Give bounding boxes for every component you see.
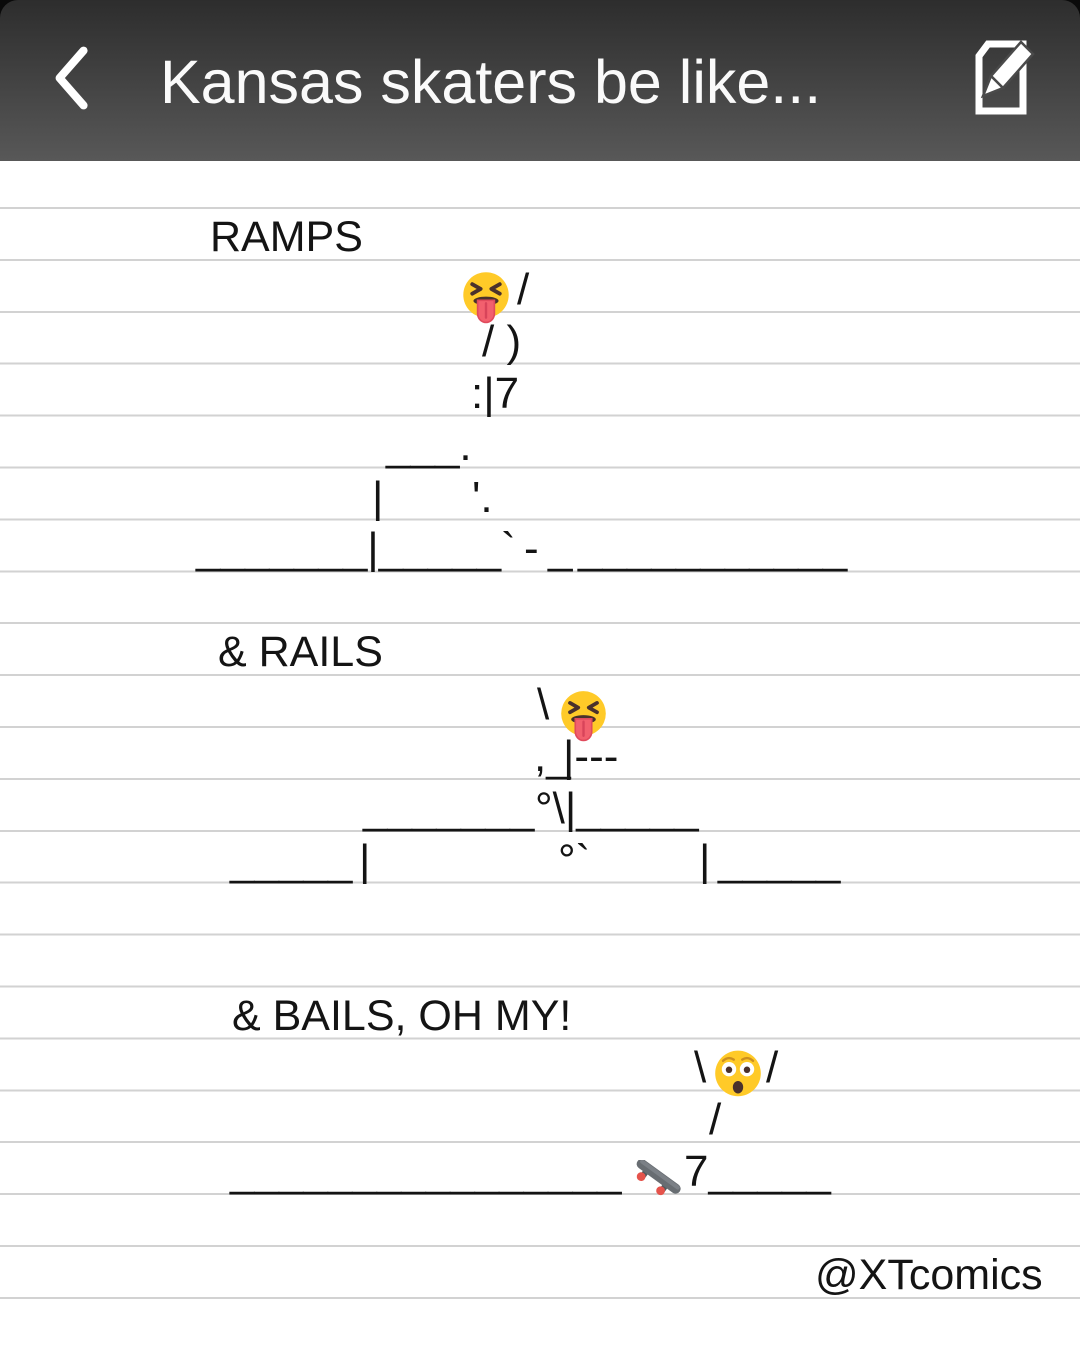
ascii-art-segment: |--- (563, 732, 619, 781)
ascii-art-segment: _____ (230, 835, 353, 885)
ascii-art-segment: °` (558, 835, 591, 885)
ascii-art-segment: ,_ (534, 732, 571, 781)
ascii-art-segment: ________________ (230, 1147, 622, 1197)
ascii-art-segment: °\|_____ (535, 783, 699, 833)
ascii-art-segment: / ) (482, 316, 522, 366)
ruled-lines (0, 161, 1080, 1347)
ascii-art-segment: ___. (386, 420, 472, 470)
ascii-art-segment: 7_____ (684, 1147, 831, 1197)
note-title: Kansas skaters be like... (160, 48, 822, 116)
section-label-rails: & RAILS (218, 628, 383, 677)
ascii-art-segment: _______ (363, 783, 535, 833)
ascii-art-segment: / (709, 1095, 722, 1145)
ascii-art-segment: - (524, 524, 539, 574)
astonished-emoji (714, 1048, 762, 1100)
ascii-art-segment: '. (472, 472, 493, 522)
ascii-art-segment: / (517, 264, 530, 314)
ascii-art-segment: _ (548, 524, 573, 574)
header-background (0, 0, 1080, 161)
section-label-bails: & BAILS, OH MY! (232, 991, 572, 1040)
ascii-art-segment: / (766, 1043, 779, 1093)
ascii-art-segment: \ (694, 1043, 707, 1093)
edit-note-button[interactable] (973, 40, 1037, 115)
chevron-left-icon (55, 46, 88, 110)
ascii-art-segment: | (372, 472, 384, 522)
document-icon (975, 40, 1027, 115)
header-bar: Kansas skaters be like... (0, 0, 1080, 161)
ascii-art-segment: :|7 (471, 368, 520, 418)
ascii-art-segment: | (699, 835, 711, 885)
skateboard-emoji (629, 1160, 684, 1206)
ascii-art-segment: ___________ (578, 524, 848, 574)
section-label-ramps: RAMPS (210, 213, 363, 261)
back-button[interactable] (52, 46, 90, 110)
ascii-art-segment: _______|_____` (196, 524, 516, 574)
watermark: @XTcomics (815, 1251, 1043, 1299)
ascii-art-segment: \ (537, 680, 550, 730)
tongue-out-emoji (560, 690, 607, 744)
ascii-art-segment: | (359, 835, 371, 885)
tongue-out-emoji (462, 271, 510, 326)
ascii-art-segment: _____ (718, 835, 841, 885)
